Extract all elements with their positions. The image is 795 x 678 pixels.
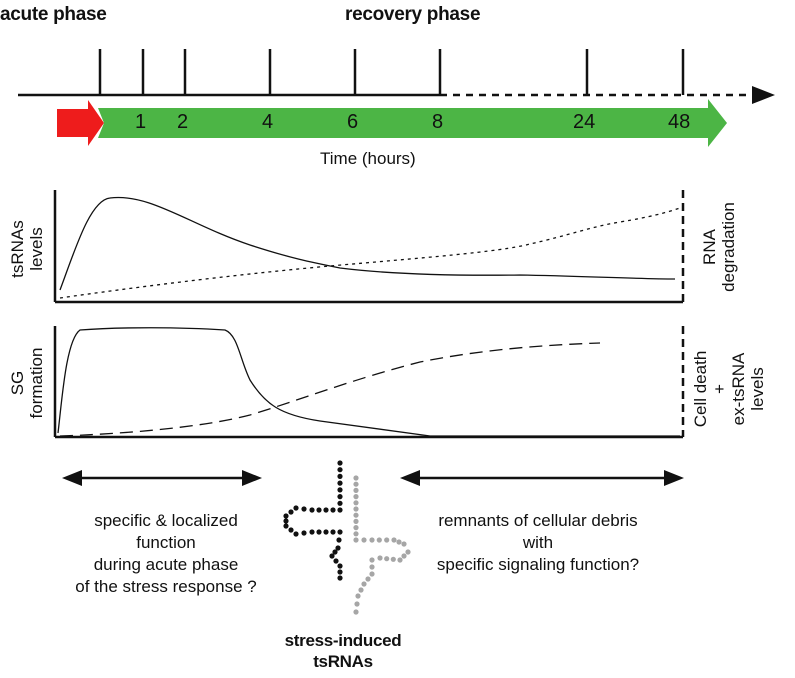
- timeline-tick-marks: [98, 49, 685, 95]
- rna-degradation-curve: [59, 207, 681, 299]
- cell-death-label-line3: ex-tsRNA: [729, 352, 748, 426]
- tsrna-levels-label-line2: levels: [27, 227, 46, 271]
- cell-death-curve: [59, 342, 601, 437]
- acute-phase-arrow: [57, 49, 104, 146]
- tick-label-48: 48: [668, 111, 691, 133]
- tsrna-levels-label-line1: tsRNAs: [8, 220, 27, 278]
- cell-death-label-line1: Cell death: [691, 350, 710, 428]
- rna-degradation-label: RNA degradation: [700, 192, 740, 302]
- recovery-note-line2: with: [522, 533, 554, 552]
- sg-formation-label-line2: formation: [27, 347, 46, 419]
- acute-note-line4: of the stress response ?: [75, 577, 257, 596]
- recovery-phase-label: recovery phase: [345, 4, 481, 25]
- tick-label-6: 6: [347, 111, 359, 133]
- sg-formation-curve: [57, 327, 680, 437]
- sg-formation-label: SG formation: [8, 333, 48, 433]
- acute-note-line3: during acute phase: [93, 555, 239, 574]
- tsrna-levels-curve: [59, 196, 676, 291]
- center-label-line1: stress-induced: [284, 631, 402, 650]
- tsrna-levels-label: tsRNAs levels: [8, 204, 48, 294]
- center-label-line2: tsRNAs: [313, 652, 373, 671]
- time-axis-title: Time (hours): [320, 149, 416, 168]
- acute-note-line2: function: [136, 533, 196, 552]
- recovery-note-line1: remnants of cellular debris: [438, 511, 638, 530]
- recovery-note-line3: specific signaling function?: [436, 555, 640, 574]
- cell-death-label-line4: levels: [748, 367, 767, 411]
- timeline-arrowhead: [752, 86, 775, 104]
- acute-range-arrow: [62, 470, 262, 486]
- tick-label-8: 8: [432, 111, 444, 133]
- tick-label-24: 24: [573, 111, 596, 133]
- rna-degradation-label-line1: RNA: [700, 229, 719, 265]
- tsrna-structure-icon: [283, 460, 411, 615]
- recovery-function-note: remnants of cellular debris with specifi…: [408, 510, 668, 576]
- stress-induced-tsrnas-label: stress-induced tsRNAs: [268, 630, 418, 672]
- tick-label-4: 4: [262, 111, 274, 133]
- rna-degradation-label-line2: degradation: [719, 202, 738, 292]
- sg-formation-label-line1: SG: [8, 370, 27, 396]
- tick-label-2: 2: [177, 111, 189, 133]
- acute-note-line1: specific & localized: [94, 511, 238, 530]
- cell-death-label-line2: +: [710, 384, 729, 394]
- recovery-range-arrow: [400, 470, 684, 486]
- acute-function-note: specific & localized function during acu…: [46, 510, 286, 598]
- acute-phase-label: acute phase: [0, 4, 107, 25]
- recovery-phase-arrow: [98, 99, 727, 147]
- cell-death-label: Cell death + ex-tsRNA levels: [691, 329, 769, 449]
- tick-label-1: 1: [135, 111, 147, 133]
